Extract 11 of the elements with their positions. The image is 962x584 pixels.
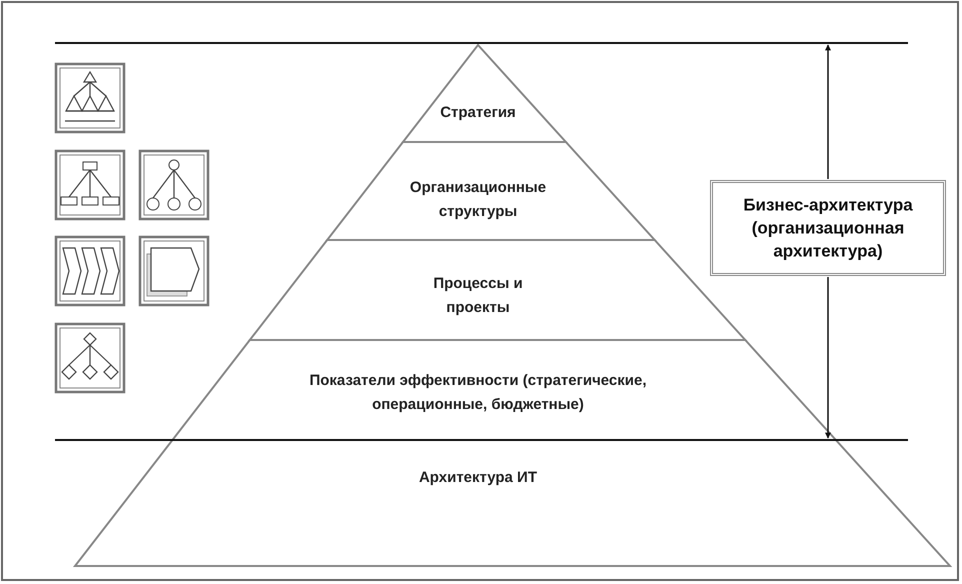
box-label: Бизнес-архитектура (организационная архитектура) — [742, 194, 914, 262]
arrow — [825, 44, 831, 179]
tier-label: Процессы и проекты — [433, 274, 523, 318]
divider-line — [55, 439, 908, 441]
tier-label: Архитектура ИТ — [418, 468, 538, 488]
tier-label: Показатели эффективности (стратегические, операционные, бюджетные) — [308, 371, 648, 415]
arrow — [825, 277, 831, 439]
tier-label: Стратегия — [439, 103, 517, 123]
label-box — [710, 180, 946, 276]
tier-label: Организационные структуры — [408, 178, 548, 222]
divider-line — [55, 42, 908, 44]
